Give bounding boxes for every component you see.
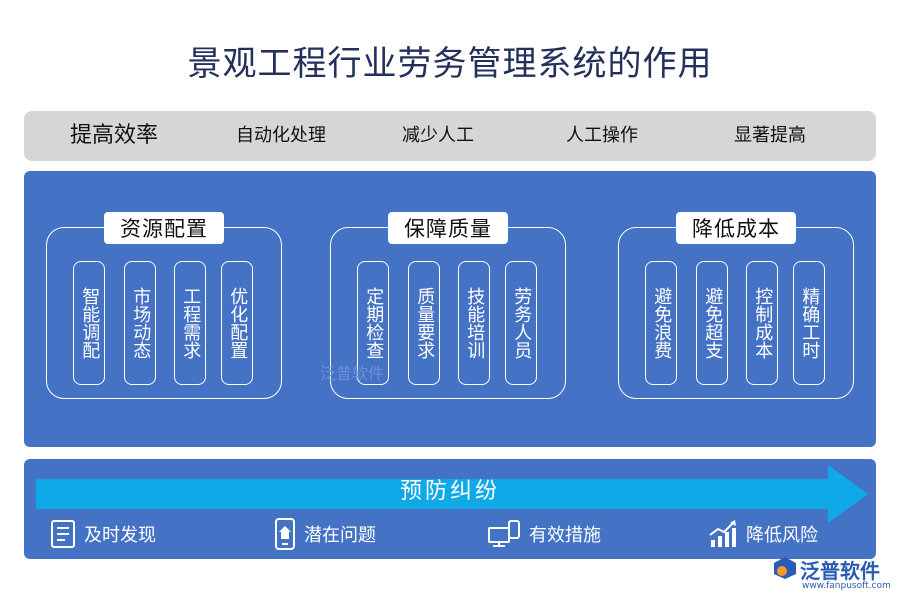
functions-panel: 资源配置 智能调配 市场动态 工程需求 优化配置 保障质量 定期检查 质量要求 …	[24, 171, 876, 447]
group-item: 优化配置	[221, 261, 253, 385]
trend-chart-icon	[709, 520, 736, 547]
group-item: 控制成本	[746, 261, 778, 385]
group-item: 市场动态	[124, 261, 156, 385]
group-title: 资源配置	[104, 212, 224, 244]
group-item: 智能调配	[73, 261, 105, 385]
arrow-shape	[36, 465, 868, 523]
brand-name: 泛普软件	[800, 559, 880, 583]
arrow-label: 预防纠纷	[399, 479, 500, 504]
bottom-item: 降低风险	[708, 517, 818, 551]
group-item: 避免浪费	[645, 261, 677, 385]
top-bar-item: 显著提高	[734, 125, 806, 146]
bottom-item: 有效措施	[487, 517, 601, 551]
group-item: 工程需求	[174, 261, 206, 385]
brand-logo: 泛普软件 www.fanpusoft.com	[772, 553, 896, 597]
top-bar-item: 提高效率	[70, 123, 159, 148]
top-bar-item: 人工操作	[566, 125, 638, 146]
dispute-prevention-panel: 预防纠纷 及时发现 潜在问题 有效措施	[24, 459, 876, 559]
group-item: 定期检查	[357, 261, 389, 385]
brand-logo-icon	[774, 557, 796, 579]
devices-icon	[488, 520, 520, 547]
group-item: 劳务人员	[505, 261, 537, 385]
group-item: 技能培训	[458, 261, 490, 385]
bottom-item-label: 降低风险	[746, 525, 818, 546]
group-resource-allocation: 资源配置 智能调配 市场动态 工程需求 优化配置	[46, 212, 282, 399]
group-quality-assurance: 保障质量 定期检查 质量要求 技能培训 劳务人员	[330, 212, 566, 399]
top-bar-item: 自动化处理	[236, 125, 326, 146]
bottom-item: 及时发现	[50, 517, 156, 551]
mobile-home-icon	[275, 518, 295, 550]
brand-url: www.fanpusoft.com	[802, 581, 891, 591]
page-title: 景观工程行业劳务管理系统的作用	[187, 44, 713, 84]
top-bar: 提高效率 自动化处理 减少人工 人工操作 显著提高	[24, 111, 876, 161]
bottom-item-label: 潜在问题	[304, 525, 376, 546]
group-title: 保障质量	[388, 212, 508, 244]
group-item: 质量要求	[408, 261, 440, 385]
group-cost-reduction: 降低成本 避免浪费 避免超支 控制成本 精确工时	[618, 212, 854, 399]
bottom-item: 潜在问题	[274, 517, 376, 551]
group-item: 避免超支	[696, 261, 728, 385]
group-title: 降低成本	[676, 212, 796, 244]
top-bar-item: 减少人工	[402, 125, 474, 146]
document-icon	[51, 520, 75, 548]
group-item: 精确工时	[793, 261, 825, 385]
bottom-item-label: 有效措施	[529, 525, 601, 546]
watermark: 泛普软件	[320, 364, 385, 383]
bottom-item-label: 及时发现	[84, 525, 156, 546]
